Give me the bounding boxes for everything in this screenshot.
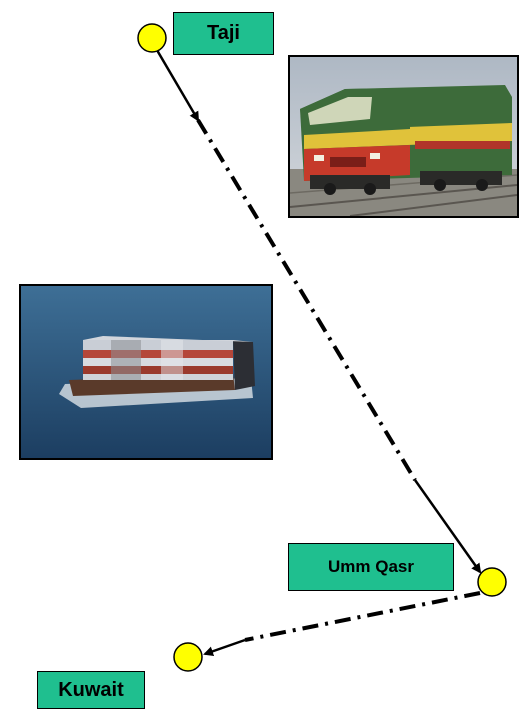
umm-qasr-label: Umm Qasr bbox=[288, 543, 454, 591]
route-segment-taji-umm-qasr bbox=[196, 118, 417, 482]
kuwait-label: Kuwait bbox=[37, 671, 145, 709]
route-segment-umm-qasr-kuwait bbox=[244, 591, 481, 642]
barge-image bbox=[21, 286, 271, 458]
locomotive-photo bbox=[288, 55, 519, 218]
kuwait-node bbox=[173, 642, 203, 672]
taji-label: Taji bbox=[173, 12, 274, 55]
locomotive-image bbox=[290, 57, 517, 216]
umm-qasr-node bbox=[477, 567, 507, 597]
route-segment-taji-start bbox=[152, 44, 200, 122]
container-barge-photo bbox=[19, 284, 273, 460]
route-segment-kuwait-end bbox=[203, 638, 246, 657]
route-segment-umm-qasr-end bbox=[413, 479, 482, 574]
taji-node bbox=[137, 23, 167, 53]
